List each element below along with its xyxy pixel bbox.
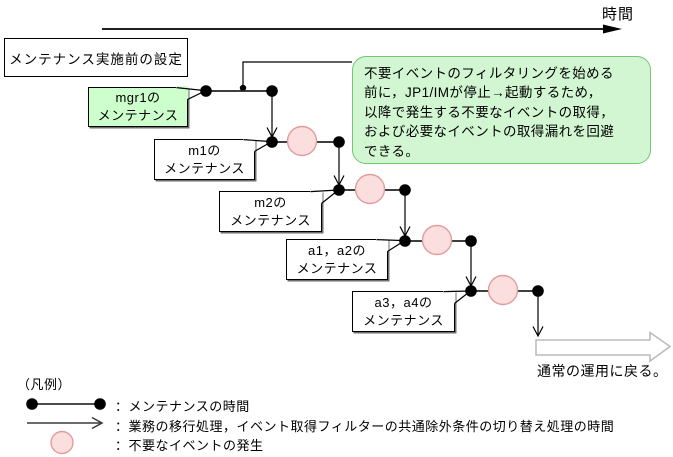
step-box-a3-a4-line1: a3，a4の (374, 294, 433, 310)
filtering-note-bubble: 不要イベントのフィルタリングを始める 前に，JP1/IMが停止→起動するため， … (352, 56, 651, 164)
step-box-m1-line1: m1の (188, 142, 221, 158)
time-axis-arrow-icon (102, 24, 622, 34)
maintenance-row-m1 (266, 136, 345, 148)
time-axis-label: 時間 (602, 6, 635, 23)
pre-maintenance-setting-box: メンテナンス実施前の設定 (4, 38, 188, 77)
step-box-mgr1-line1: mgr1の (115, 90, 161, 105)
unnecessary-event-circle-icon (50, 430, 74, 455)
step-box-m2-line1: m2の (254, 194, 287, 210)
unnecessary-event-circle-3 (421, 224, 453, 256)
transition-arrow-3 (399, 190, 411, 238)
transition-arrow-icon (27, 416, 104, 430)
step-box-mgr1-line2: メンテナンス (97, 108, 179, 123)
step-box-a3-a4-line2: メンテナンス (363, 312, 444, 328)
maintenance-row-m2 (333, 184, 411, 196)
transition-arrow-4 (465, 241, 477, 288)
step-box-a1-a2: a1，a2の メンテナンス (286, 239, 388, 280)
transition-arrow-1 (266, 91, 278, 139)
maintenance-row-a3-a4 (465, 285, 544, 297)
pre-maintenance-setting-label: メンテナンス実施前の設定 (9, 51, 183, 67)
bubble-connector-line (239, 61, 352, 92)
step-box-a3-a4: a3，a4の メンテナンス (352, 291, 455, 332)
return-to-normal-label: 通常の運用に戻る。 (537, 363, 668, 379)
step-box-mgr1: mgr1の メンテナンス (88, 87, 188, 127)
return-to-normal-block-arrow-icon (535, 330, 672, 363)
step-box-a1-a2-line2: メンテナンス (296, 260, 378, 276)
legend-title: （凡例） (17, 377, 72, 392)
legend-label-transition-processing: ：業務の移行処理，イベント取得フィルターの共通除外条件の切り替え処理の時間 (115, 419, 615, 434)
transition-arrow-2 (333, 142, 345, 187)
unnecessary-event-circle-4 (487, 274, 519, 306)
unnecessary-event-circle-2 (354, 173, 386, 205)
step-box-m2: m2の メンテナンス (219, 191, 322, 232)
maintenance-row-a1-a2 (399, 235, 477, 247)
maintenance-row-mgr1 (200, 85, 278, 97)
step-box-m1: m1の メンテナンス (154, 139, 255, 180)
step-box-a1-a2-line1: a1，a2の (308, 242, 366, 258)
legend-label-unnecessary-event: ：不要なイベントの発生 (115, 438, 264, 453)
legend-label-maintenance-time: ：メンテナンスの時間 (115, 399, 250, 414)
step-box-m1-line2: メンテナンス (164, 160, 245, 176)
maintenance-duration-line-icon (26, 398, 106, 410)
unnecessary-event-circle-1 (286, 125, 318, 157)
step-box-m2-line2: メンテナンス (230, 212, 311, 228)
transition-arrow-5 (532, 291, 544, 338)
